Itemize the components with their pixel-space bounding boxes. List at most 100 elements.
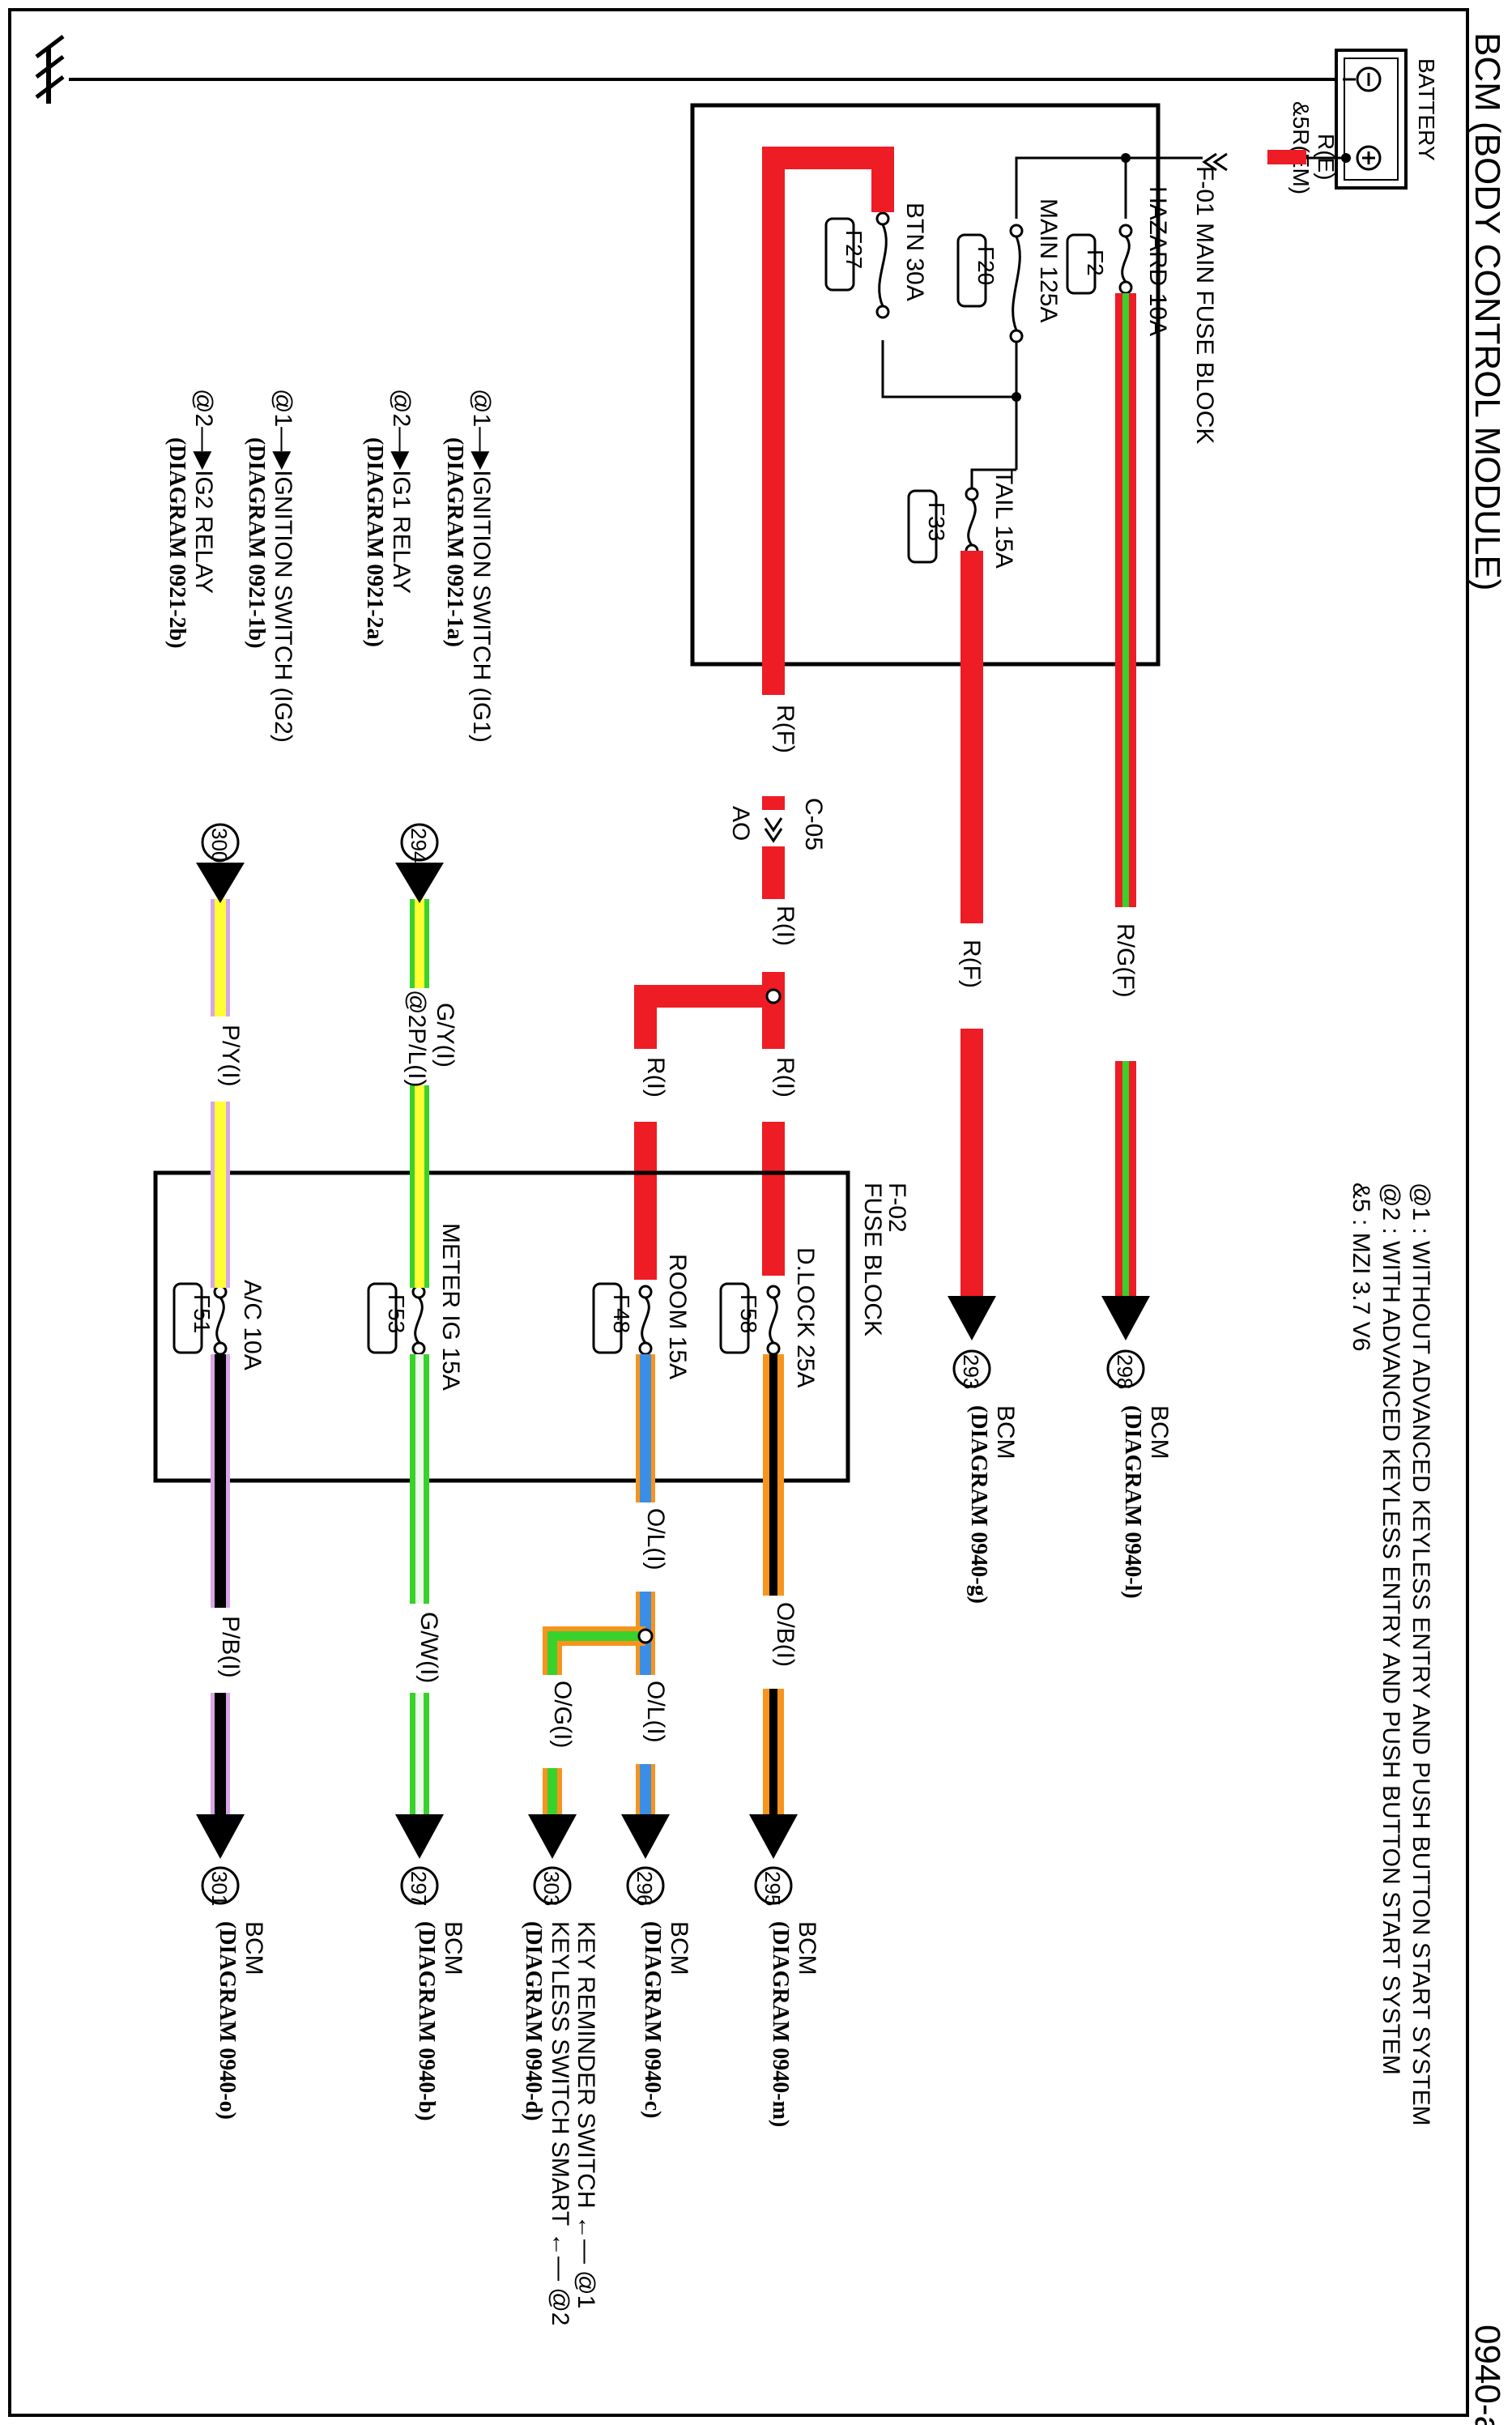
fuse-main-symbol [1009, 224, 1024, 343]
wire-obi [763, 1354, 784, 1816]
fuse-ac-name: A/C 10A [239, 1280, 266, 1370]
wire-rgf-label: R/G(F) [1112, 923, 1139, 998]
source-300-line1: @1—▶IGNITION SWITCH (IG2) [270, 389, 296, 743]
output-301[interactable] [196, 1814, 245, 1905]
output-303[interactable] [528, 1814, 577, 1905]
note-2: @2 : WITH ADVANCED KEYLESS ENTRY AND PUS… [1378, 1183, 1404, 2075]
output-301-id: 301 [207, 1871, 232, 1906]
output-303-id: 303 [539, 1871, 564, 1906]
fuse-ac-symbol [213, 1285, 228, 1356]
fuse-hazard-symbol [1118, 224, 1133, 295]
note-1: @1 : WITHOUT ADVANCED KEYLESS ENTRY AND … [1408, 1183, 1434, 2126]
fuse-hazard-code-tag [1066, 233, 1097, 295]
wire-pbi-label: P/B(I) [217, 1616, 244, 1678]
fuse-btn-name: BTN 30A [901, 202, 928, 301]
wire-rf-btn-label: R(F) [772, 705, 799, 753]
fuse-ac-code-tag [172, 1282, 203, 1354]
connector-c05-symbol [764, 817, 783, 843]
splice-oli [637, 1628, 654, 1644]
wire-gyi-alt-label: @2P/L(I) [403, 990, 430, 1087]
source-294[interactable] [395, 823, 444, 903]
source-294-line2: (DIAGRAM 0921-1a) [442, 437, 467, 647]
output-293[interactable] [948, 1296, 996, 1388]
fuse-main-code: F20 [973, 246, 999, 285]
main-fuse-block-label: F-01 MAIN FUSE BLOCK [1191, 166, 1218, 444]
main-fuse-connector-chevron [1202, 152, 1228, 172]
output-298-id: 298 [1113, 1354, 1137, 1389]
output-303-ref: (DIAGRAM 0940-d) [521, 1921, 546, 2121]
fuse-meter-symbol [411, 1285, 426, 1356]
output-295-name: BCM [794, 1921, 820, 1975]
battery-connector-b: &5R(EM) [1288, 101, 1314, 194]
fuse-dlock-code-tag [719, 1282, 750, 1354]
fuse-block [153, 1170, 850, 1483]
battery-label: BATTERY [1414, 58, 1439, 161]
wire-ri-2-label: R(I) [772, 1057, 799, 1097]
fuse-btn-code-tag [824, 217, 855, 292]
fuse-meter-code: F53 [384, 1294, 409, 1333]
source-294-line3: @2—▶IG1 RELAY [388, 389, 415, 594]
wire-ri-1-label: R(I) [772, 906, 799, 946]
fuse-room-code-tag [592, 1282, 623, 1354]
output-295-id: 295 [760, 1871, 785, 1906]
wire-ogi-label: O/G(I) [549, 1681, 576, 1748]
battery-connector-a: R(E) [1314, 134, 1339, 181]
fuse-tail-name: TAIL 15A [990, 470, 1017, 569]
wire-gyi-label: G/Y(I) [432, 1003, 458, 1068]
fuse-block-label-a: F-02 [884, 1183, 910, 1233]
wire-gyi [410, 899, 429, 1288]
source-294-id: 294 [407, 828, 431, 863]
page-frame [8, 8, 1469, 2417]
fuse-ac-code: F51 [190, 1294, 215, 1333]
output-295[interactable] [749, 1814, 798, 1905]
fuse-hazard-name: HAZARD 10A [1144, 186, 1171, 336]
fuse-room-code: F48 [609, 1294, 634, 1333]
fuse-tail-code: F33 [924, 502, 949, 541]
fuse-block-label-b: FUSE BLOCK [859, 1183, 886, 1336]
source-300[interactable] [196, 823, 245, 903]
output-298-ref: (DIAGRAM 0940-l) [1120, 1405, 1145, 1599]
output-303-name2: KEYLESS SWITCH SMART ←— @2 [547, 1921, 573, 2325]
fuse-btn-code: F27 [841, 230, 867, 269]
output-297-id: 297 [407, 1871, 431, 1906]
output-293-ref: (DIAGRAM 0940-g) [966, 1405, 991, 1604]
fuse-dlock-code: F58 [736, 1294, 761, 1333]
output-297-ref: (DIAGRAM 0940-b) [414, 1921, 439, 2121]
battery [1304, 49, 1408, 190]
fuse-meter-name: METER IG 15A [437, 1223, 464, 1391]
wire-gwi-label: G/W(I) [415, 1612, 442, 1683]
fuse-room-symbol [638, 1285, 653, 1356]
source-300-line4: (DIAGRAM 0921-2b) [164, 437, 190, 649]
source-294-line1: @1—▶IGNITION SWITCH (IG1) [468, 389, 495, 743]
output-297-name: BCM [440, 1921, 466, 1975]
source-294-line4: (DIAGRAM 0921-2a) [362, 437, 387, 647]
wire-oli-2-label: O/L(I) [642, 1681, 669, 1743]
connector-c05-sub: AO [727, 806, 754, 841]
output-298[interactable] [1101, 1296, 1150, 1388]
wire-oli-1-label: O/L(I) [642, 1508, 669, 1570]
fuse-main-name: MAIN 125A [1035, 198, 1062, 322]
output-296[interactable] [621, 1814, 670, 1905]
fuse-dlock-name: D.LOCK 25A [792, 1247, 819, 1387]
output-296-ref: (DIAGRAM 0940-c) [640, 1921, 665, 2118]
output-296-id: 296 [632, 1871, 657, 1906]
fuse-btn-symbol [875, 211, 890, 319]
output-293-name: BCM [992, 1405, 1019, 1460]
wire-pyi-label: P/Y(I) [217, 1025, 244, 1087]
output-298-name: BCM [1146, 1405, 1173, 1460]
fuse-tail-symbol [965, 487, 979, 558]
source-300-line3: @2—▶IG2 RELAY [190, 389, 217, 594]
wire-rf-btn [762, 147, 894, 810]
source-300-line2: (DIAGRAM 0921-1b) [244, 437, 269, 649]
main-bus [1015, 156, 1203, 219]
fuse-meter-code-tag [367, 1282, 398, 1354]
wire-ri-3-label: R(I) [642, 1057, 669, 1097]
fuse-main-code-tag [956, 233, 987, 308]
wire-rf-tail-label: R(F) [958, 940, 985, 988]
ground-symbol [35, 35, 65, 104]
fuse-tail-code-tag [907, 489, 938, 564]
page-title: BCM (BODY CONTROL MODULE) [1467, 32, 1507, 590]
output-296-name: BCM [666, 1921, 692, 1975]
output-297[interactable] [395, 1814, 444, 1905]
